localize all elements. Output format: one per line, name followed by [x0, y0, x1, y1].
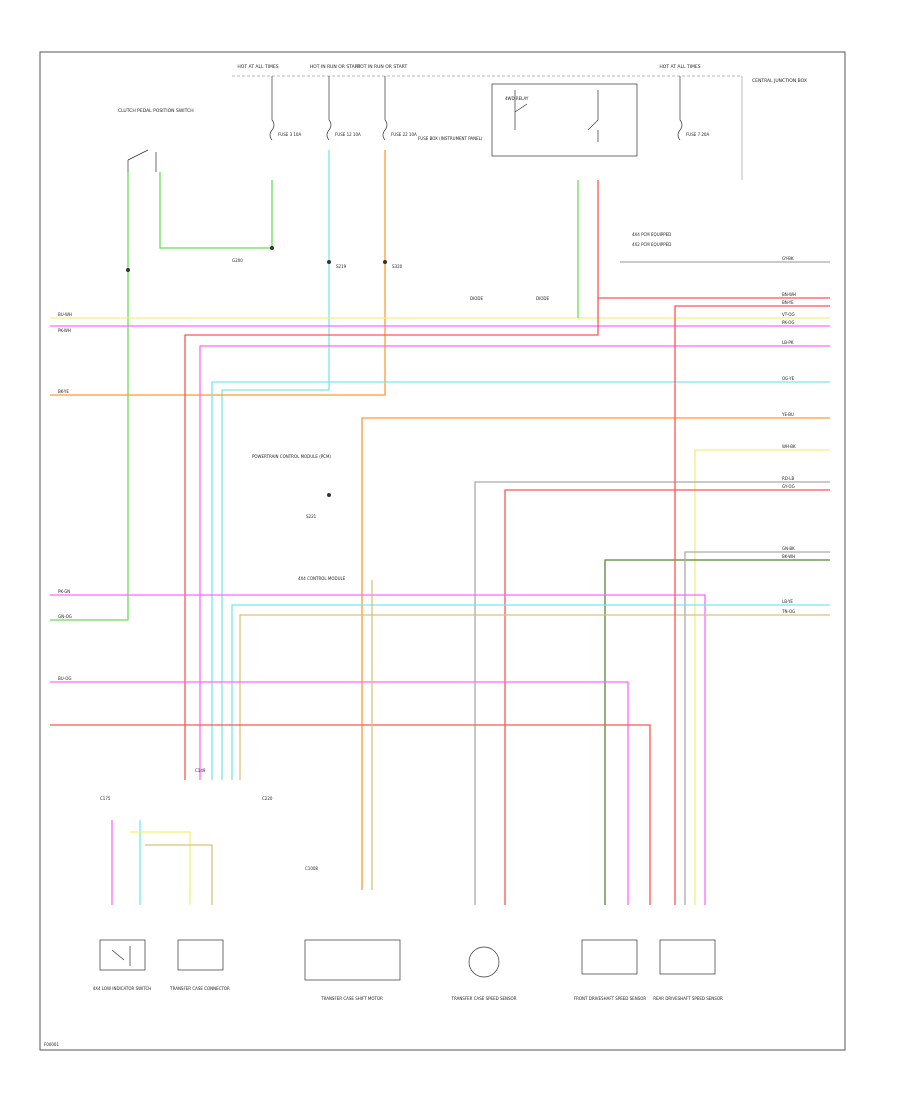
label-diode-left: DIODE [470, 296, 483, 301]
clutch-switch-symbol [127, 149, 157, 172]
label-splice-b: S320 [392, 264, 403, 269]
svg-text:RD-LB: RD-LB [782, 476, 795, 481]
wire-labels-left: BU-WH PK-WH BK-YE PK-GN GN-OG BU-OG [58, 312, 72, 681]
label-conn-left-2: C220 [262, 796, 273, 801]
svg-text:BU-WH: BU-WH [58, 312, 72, 317]
wire-gray-2 [684, 551, 830, 905]
svg-text:FUSE 7 20A: FUSE 7 20A [686, 132, 709, 137]
label-component-6: REAR DRIVESHAFT SPEED SENSOR [653, 996, 723, 1001]
label-central-junction-box: CENTRAL JUNCTION BOX [752, 78, 807, 84]
wire-pink-2 [199, 345, 830, 780]
svg-text:YE-BU: YE-BU [781, 412, 794, 417]
wire-yellow-2 [694, 449, 830, 905]
wire-tan-1 [239, 614, 830, 780]
svg-text:OG-YE: OG-YE [782, 376, 795, 381]
label-conn-mid-2: C1008 [305, 866, 318, 871]
label-ground-a: G200 [232, 258, 243, 263]
wire-green-1 [50, 172, 129, 621]
svg-text:BK-WH: BK-WH [782, 554, 795, 559]
label-hot-at-all-times-left: HOT AT ALL TIMES [237, 64, 278, 70]
wire-darkgreen-1 [604, 559, 830, 905]
svg-text:BN-WH: BN-WH [782, 292, 796, 297]
svg-text:LB-YE: LB-YE [782, 599, 793, 604]
wire-cyan-2 [211, 381, 830, 780]
wire-cyan-1 [221, 150, 330, 780]
wire-yellow-3 [130, 831, 191, 905]
label-relay: 4WD RELAY [505, 96, 529, 101]
svg-text:PK-GN: PK-GN [58, 589, 70, 594]
fuse-group: FUSE 3 10A FUSE 12 10A FUSE 22 10A FUSE … [269, 76, 709, 141]
relay-box [491, 83, 638, 157]
wire-gray-1 [474, 481, 830, 905]
footer-code: F00001 [44, 1042, 59, 1047]
label-hot-in-run-start-1: HOT IN RUN OR START [310, 64, 361, 70]
svg-text:GN-OG: GN-OG [58, 614, 72, 619]
relay-contacts [514, 90, 599, 142]
label-component-5: FRONT DRIVESHAFT SPEED SENSOR [574, 996, 647, 1001]
wires [50, 150, 830, 905]
label-conn-left-1: C175 [100, 796, 111, 801]
label-splice-c: S221 [306, 514, 317, 519]
wire-pink-4 [50, 681, 629, 905]
label-hot-in-run-start-2: HOT IN RUN OR START [357, 64, 408, 70]
wire-red-2 [184, 180, 599, 780]
label-module-4x4: 4X4 CONTROL MODULE [298, 576, 346, 581]
svg-text:BU-OG: BU-OG [58, 676, 71, 681]
wire-red-3 [504, 489, 830, 905]
label-equip-1: 4X4 PCM EQUIPPED [632, 232, 671, 237]
splice-points [126, 246, 387, 497]
svg-text:WH-BK: WH-BK [782, 444, 796, 449]
wire-red-6 [674, 305, 830, 905]
label-diode-right: DIODE [536, 296, 549, 301]
label-hot-at-all-times-right: HOT AT ALL TIMES [659, 64, 700, 70]
label-component-3: TRANSFER CASE SHIFT MOTOR [320, 996, 383, 1001]
svg-text:GY-OG: GY-OG [782, 484, 795, 489]
component-symbols [99, 939, 716, 981]
label-fuse-box-note: FUSE BOX (INSTRUMENT PANEL) [418, 136, 483, 141]
svg-text:BN-YE: BN-YE [782, 300, 794, 305]
svg-text:TN-OG: TN-OG [781, 609, 795, 614]
label-splice-a: S219 [336, 264, 347, 269]
wire-green-2 [159, 172, 273, 249]
svg-text:PK-WH: PK-WH [58, 328, 71, 333]
wire-labels-right: GY-BK BN-WH BN-YE VT-OG PK-OG LB-PK OG-Y… [781, 256, 796, 614]
wire-pink-3 [50, 594, 706, 905]
label-clutch-switch: CLUTCH PEDAL POSITION SWITCH [118, 108, 194, 114]
label-equip-2: 4X2 PCM EQUIPPED [632, 242, 671, 247]
label-component-2: TRANSFER CASE CONNECTOR [169, 986, 230, 991]
diagram-frame [39, 51, 846, 1051]
svg-text:GY-BK: GY-BK [782, 256, 794, 261]
label-conn-mid-1: C149 [195, 768, 206, 773]
wire-cyan-3 [231, 604, 830, 780]
svg-text:VT-OG: VT-OG [782, 312, 795, 317]
svg-text:LB-PK: LB-PK [782, 340, 794, 345]
svg-text:BK-YE: BK-YE [58, 389, 69, 394]
svg-text:FUSE 3 10A: FUSE 3 10A [278, 132, 301, 137]
wire-orange-1 [361, 417, 830, 890]
svg-text:FUSE 12 10A: FUSE 12 10A [335, 132, 361, 137]
svg-text:PK-OG: PK-OG [782, 320, 794, 325]
label-pcm-module: POWERTRAIN CONTROL MODULE (PCM) [252, 454, 331, 459]
svg-text:GN-BK: GN-BK [782, 546, 795, 551]
wire-red-1 [50, 150, 386, 396]
label-component-4: TRANSFER CASE SPEED SENSOR [451, 996, 517, 1001]
wire-red-4 [50, 724, 651, 905]
wire-tan-3 [145, 844, 213, 905]
label-component-1: 4X4 LOW INDICATOR SWITCH [93, 986, 152, 991]
svg-text:FUSE 22 10A: FUSE 22 10A [391, 132, 417, 137]
